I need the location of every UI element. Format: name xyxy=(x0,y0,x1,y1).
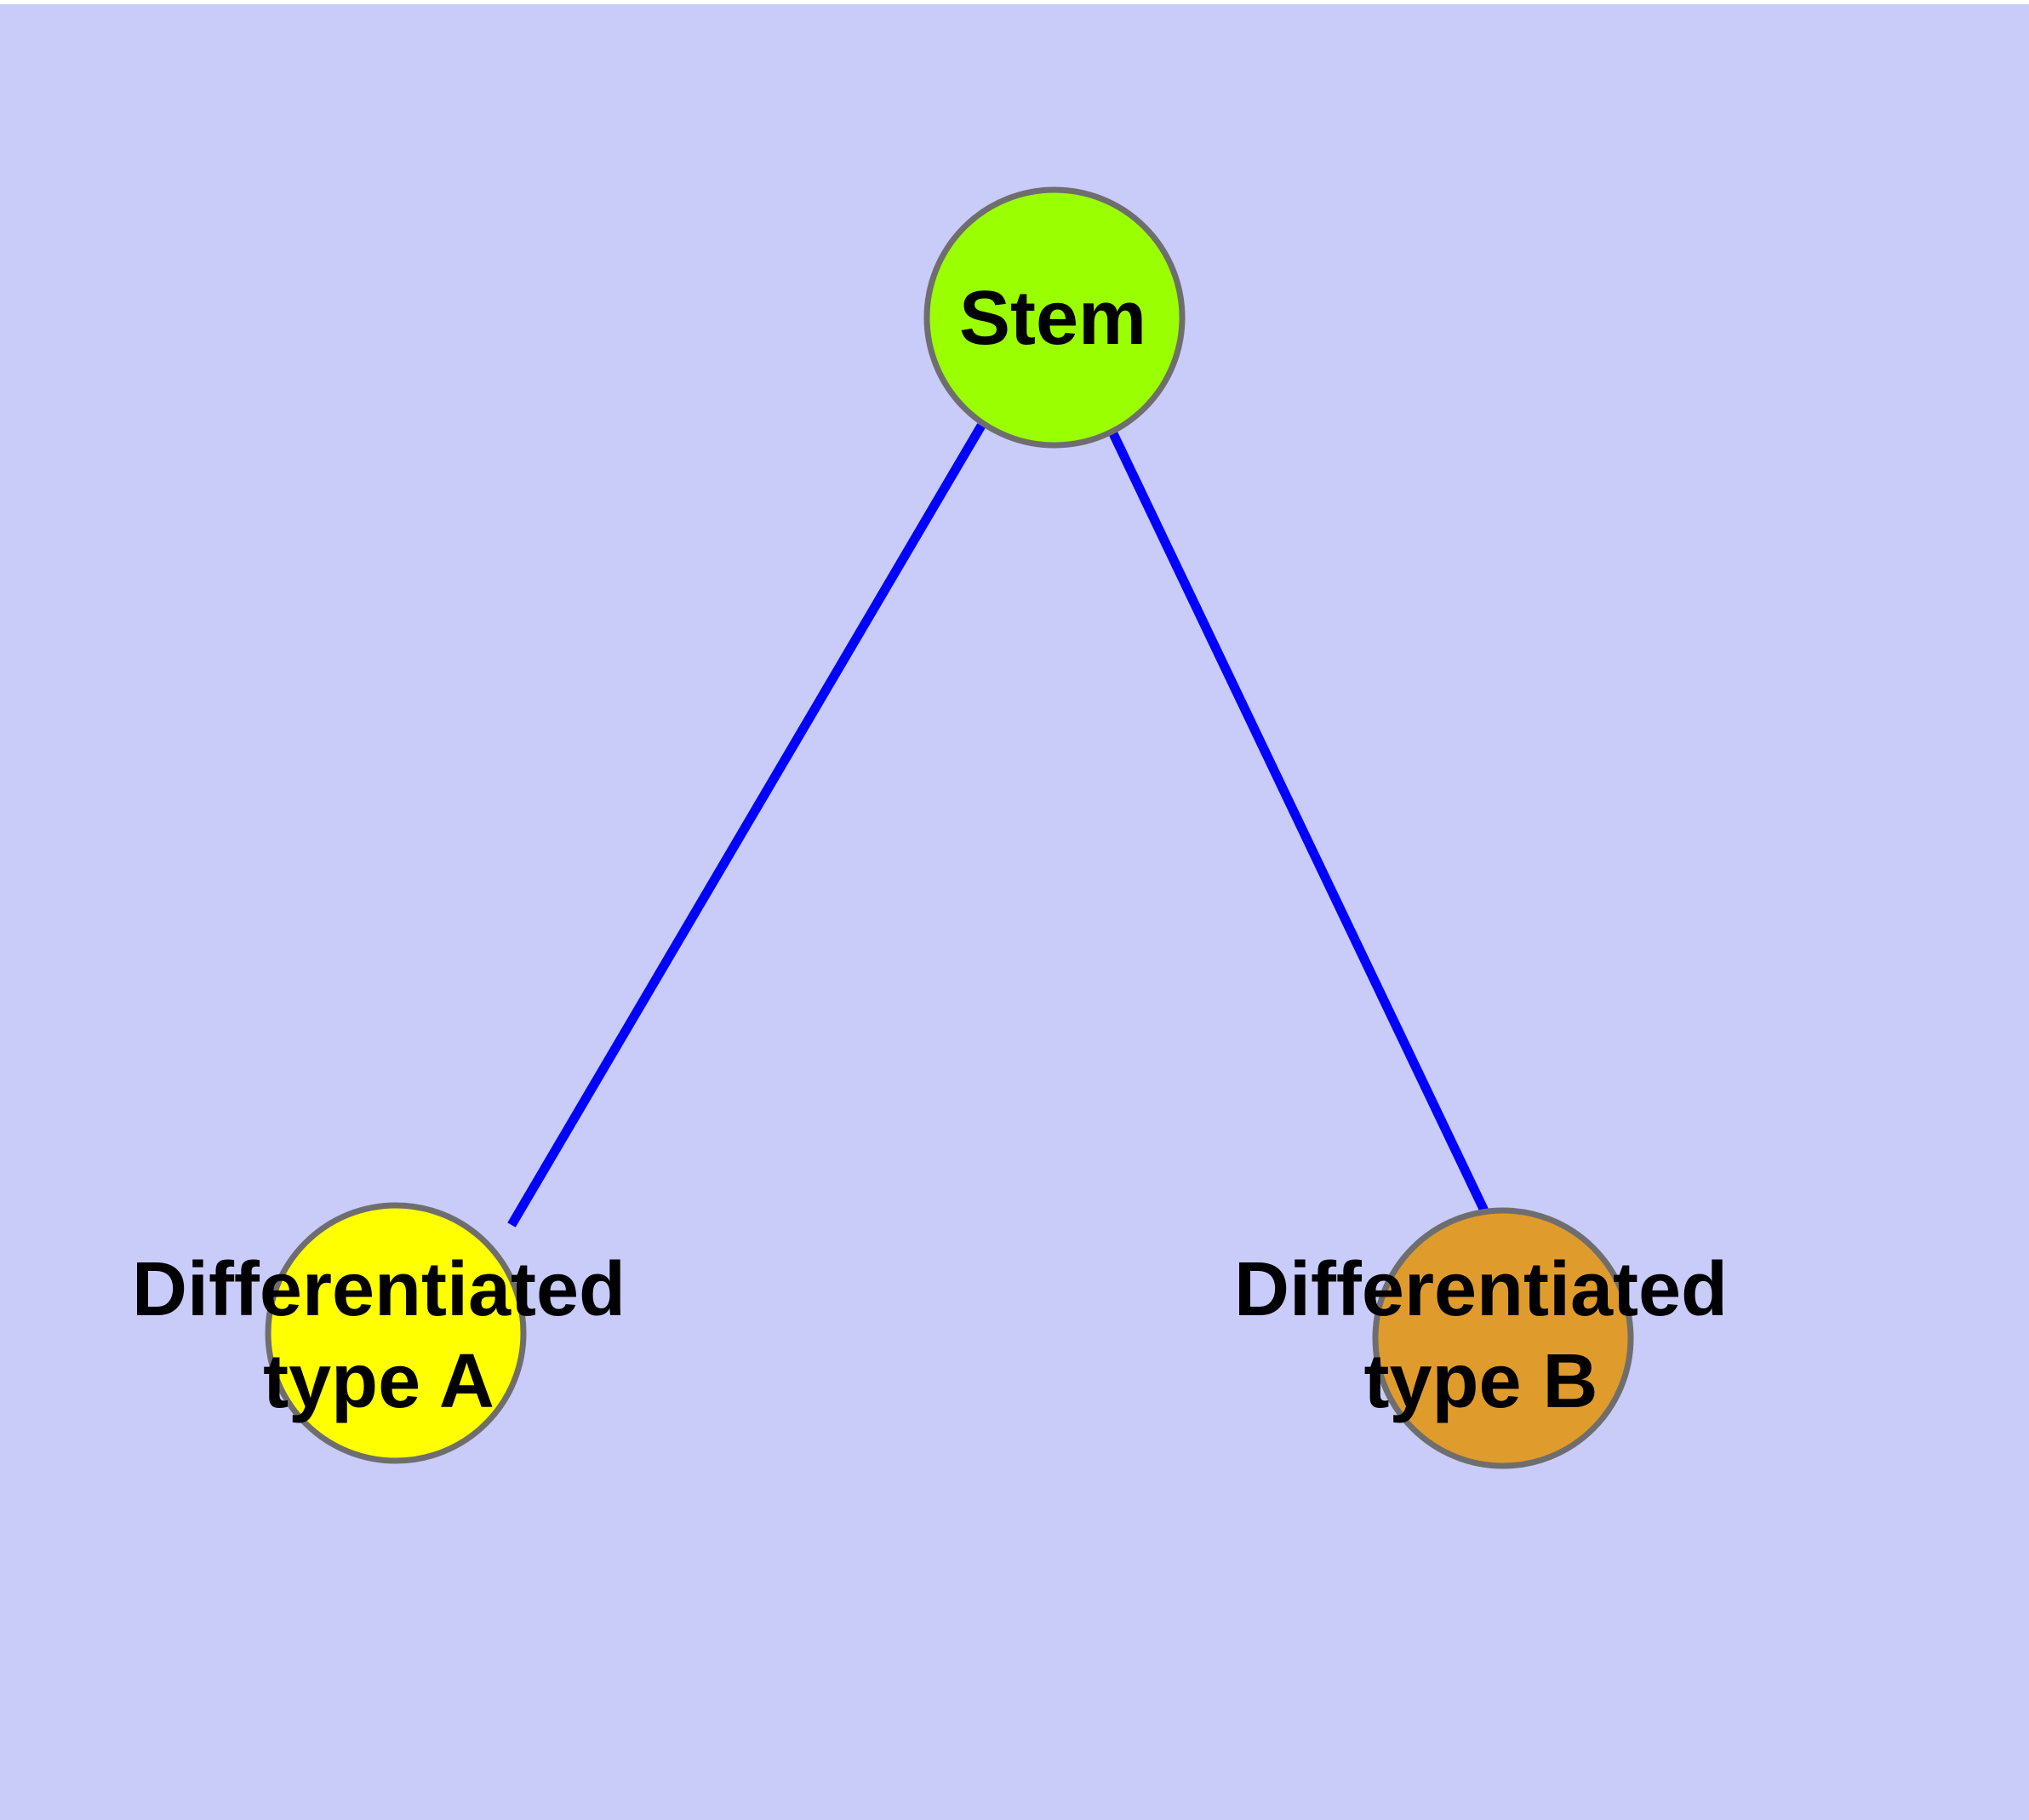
edges-layer xyxy=(507,423,1496,1229)
graph-node-stem[interactable] xyxy=(923,186,1186,449)
node-label-diff-a-line-2: type A xyxy=(263,1339,494,1424)
graph-edge-stem-to-diff-b[interactable] xyxy=(1106,426,1496,1229)
graph-edge-stem-to-diff-a[interactable] xyxy=(507,423,986,1228)
nodes-layer xyxy=(265,186,1634,1469)
node-label-diff-b-line-2: type B xyxy=(1363,1339,1597,1424)
graph-node-diff-b[interactable] xyxy=(1372,1207,1634,1469)
node-label-stem-line-1: Stem xyxy=(959,276,1146,361)
node-label-diff-b-line-1: Differentiated xyxy=(1234,1247,1728,1332)
node-label-diff-a-line-1: Differentiated xyxy=(132,1247,626,1332)
graph-node-diff-a[interactable] xyxy=(265,1202,527,1464)
